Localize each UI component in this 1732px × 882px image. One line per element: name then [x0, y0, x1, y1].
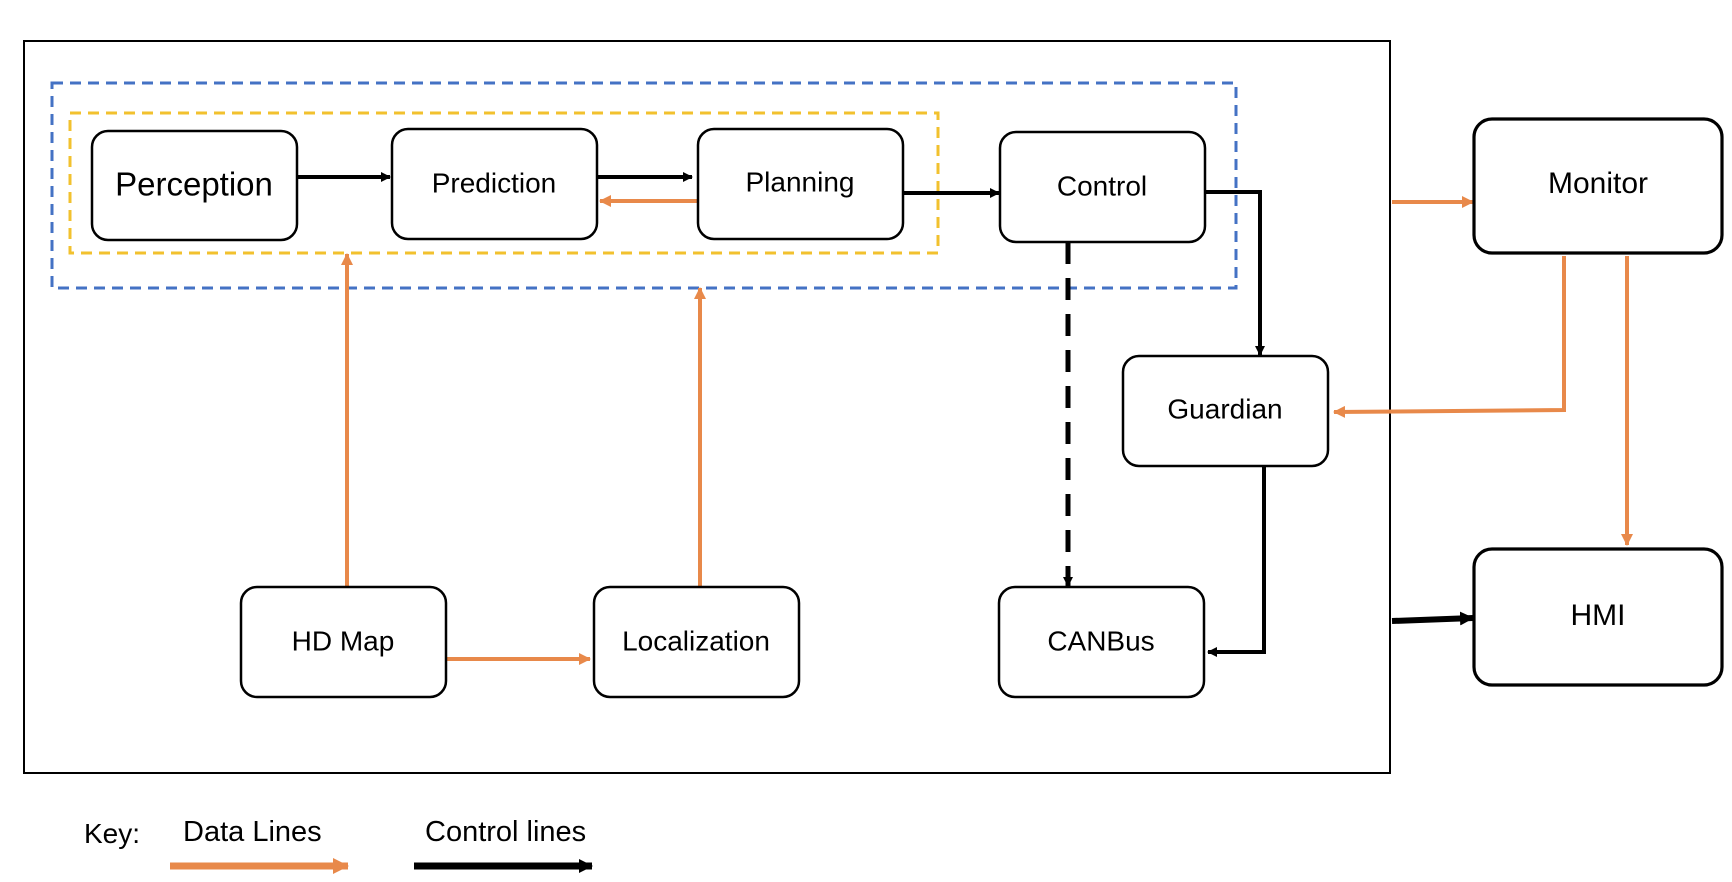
node-monitor: Monitor — [1472, 117, 1724, 255]
legend-title: Key: — [84, 818, 140, 849]
node-planning-label: Planning — [746, 166, 855, 197]
node-guardian: Guardian — [1121, 354, 1330, 468]
edge-monitor-guardian — [1333, 256, 1566, 418]
edge-guardian-canbus — [1207, 467, 1266, 657]
node-control-label: Control — [1057, 170, 1147, 201]
node-monitor-label: Monitor — [1548, 167, 1648, 200]
node-prediction: Prediction — [390, 127, 599, 241]
legend: Key: Data Lines Control lines — [84, 816, 593, 874]
edge-control-guardian — [1205, 190, 1265, 356]
node-prediction-label: Prediction — [432, 167, 557, 198]
outer-module-group — [50, 81, 1238, 290]
system-boundary — [23, 40, 1391, 774]
edge-system-hmi — [1391, 611, 1474, 626]
node-planning: Planning — [696, 127, 905, 241]
node-perception-label: Perception — [115, 166, 273, 203]
node-hmi-label: HMI — [1571, 599, 1626, 632]
node-hmi: HMI — [1472, 547, 1724, 687]
node-localization: Localization — [592, 585, 801, 699]
inner-module-group — [68, 111, 940, 255]
legend-control-lines-label: Control lines — [425, 816, 586, 848]
node-canbus-label: CANBus — [1047, 625, 1154, 656]
node-canbus: CANBus — [997, 585, 1206, 699]
node-guardian-label: Guardian — [1167, 393, 1282, 424]
legend-data-lines-label: Data Lines — [183, 816, 322, 848]
node-control: Control — [998, 130, 1207, 244]
node-hd-map-label: HD Map — [292, 625, 395, 656]
node-localization-label: Localization — [622, 625, 770, 656]
node-perception: Perception — [90, 129, 299, 242]
node-hd-map: HD Map — [239, 585, 448, 699]
